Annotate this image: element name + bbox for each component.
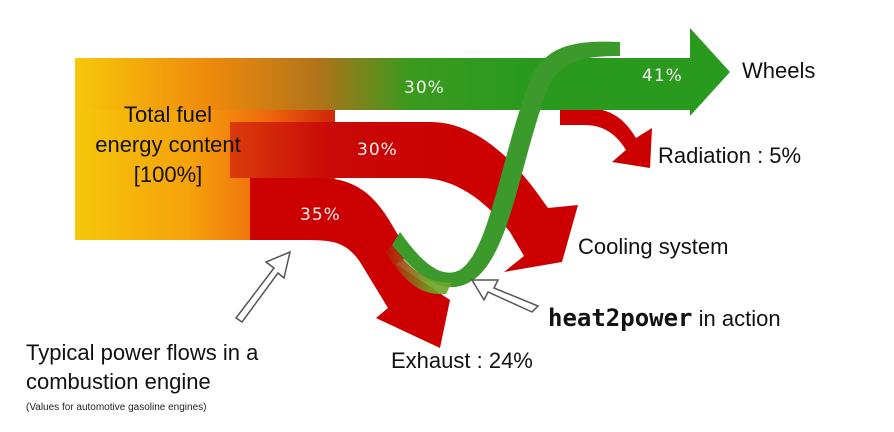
radiation-flow (560, 108, 652, 168)
cooling-flow (230, 122, 578, 272)
source-pointer-arrow (234, 250, 292, 324)
heat2power-recovery-curve (392, 41, 620, 288)
caption-note: (Values for automotive gasoline engines) (26, 402, 207, 413)
heat2power-label: heat2power in action (548, 304, 781, 332)
wheels-output-percent: 41% (642, 66, 683, 86)
heat2power-pointer-arrow (470, 279, 540, 313)
radiation-label: Radiation : 5% (658, 143, 802, 168)
heat2power-suffix: in action (692, 306, 781, 331)
wheels-inline-percent: 30% (404, 78, 445, 98)
source-label: Total fuel energy content [100%] (95, 102, 241, 187)
cooling-inline-percent: 30% (357, 140, 398, 160)
exhaust-inline-percent: 35% (300, 205, 341, 225)
exhaust-flow (250, 178, 450, 348)
wheels-label: Wheels (742, 58, 816, 83)
exhaust-label: Exhaust : 24% (391, 348, 533, 373)
wheels-flow (75, 28, 730, 116)
heat2power-brand: heat2power (548, 304, 693, 332)
caption-title: Typical power flows in a combustion engi… (26, 340, 259, 394)
cooling-label: Cooling system (578, 234, 729, 259)
